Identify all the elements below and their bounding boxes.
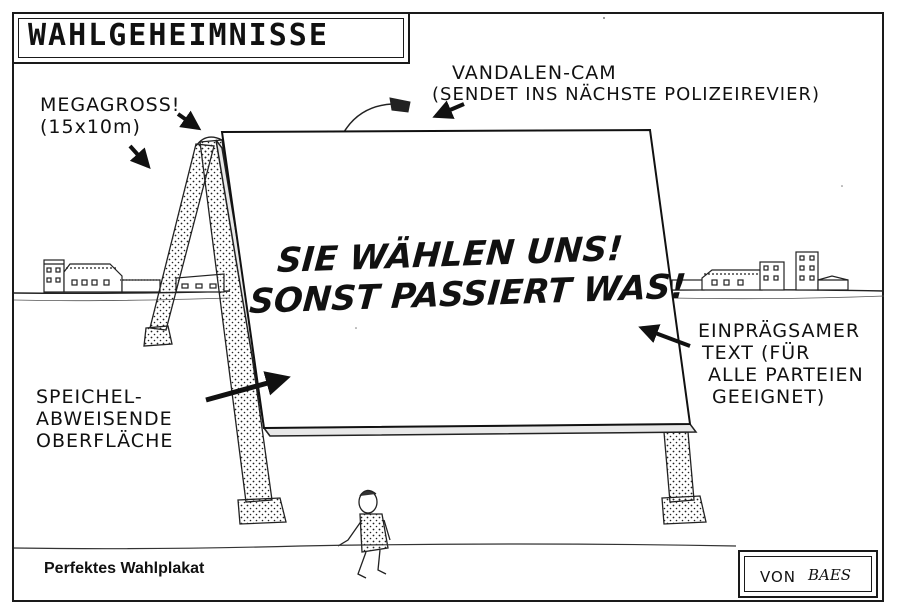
walking-man xyxy=(337,489,391,579)
paper-specks xyxy=(355,17,843,329)
label-speichel: SPEICHEL- xyxy=(36,386,143,408)
arrow-megagross-down xyxy=(128,144,151,169)
label-vandalen-cam-detail: (SENDET INS NÄCHSTE POLIZEIREVIER) xyxy=(432,84,821,105)
billboard-leg-right xyxy=(661,431,707,525)
town-skyline-right xyxy=(671,251,849,291)
arrow-text xyxy=(638,324,691,348)
arrows xyxy=(128,100,691,403)
arrow-surface xyxy=(205,371,291,403)
signature-prefix: VON xyxy=(760,568,797,586)
title-box xyxy=(12,12,410,64)
label-megagross-size: (15x10m) xyxy=(40,116,141,138)
label-text-fuer: TEXT (FÜR xyxy=(702,342,811,364)
label-vandalen-cam: VANDALEN-CAM xyxy=(452,62,617,84)
arrow-megagross-right xyxy=(176,110,202,131)
label-alle-parteien: ALLE PARTEIEN xyxy=(708,364,864,386)
label-megagross: MEGAGROSS! xyxy=(40,94,181,116)
signature-artist: BAES xyxy=(808,566,852,584)
vandal-cam xyxy=(343,97,411,133)
signature-box xyxy=(738,550,878,598)
town-skyline-left xyxy=(43,259,225,293)
billboard xyxy=(215,128,698,437)
label-oberflaeche: OBERFLÄCHE xyxy=(36,430,174,452)
ground-line xyxy=(13,543,737,550)
caption: Perfektes Wahlplakat xyxy=(44,560,205,577)
arrow-cam xyxy=(432,100,465,119)
label-abweisende: ABWEISENDE xyxy=(36,408,173,430)
cartoon-title: WAHLGEHEIMNISSE xyxy=(28,18,329,53)
billboard-leg-front-left xyxy=(195,136,287,525)
label-einpraegsamer: EINPRÄGSAMER xyxy=(698,320,861,342)
label-geeignet: GEEIGNET) xyxy=(712,386,826,408)
